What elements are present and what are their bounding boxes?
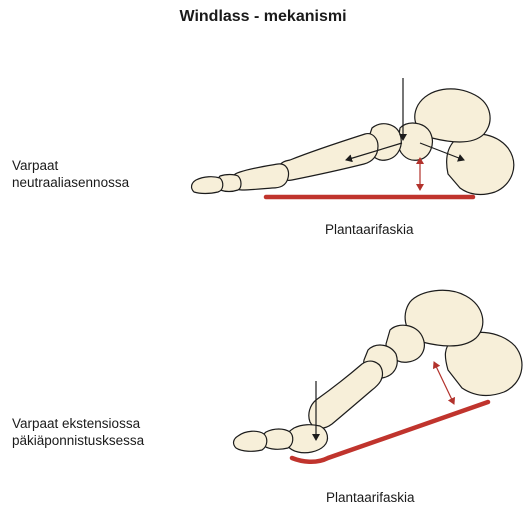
top-calcaneus: [447, 134, 514, 195]
bottom-foot: [234, 290, 522, 452]
top-metatarsal: [278, 134, 378, 181]
top-foot: [192, 89, 514, 195]
bottom-metatarsal: [309, 361, 383, 428]
bottom-distal-phalanx: [234, 431, 267, 451]
top-distal-phalanx: [192, 177, 223, 194]
